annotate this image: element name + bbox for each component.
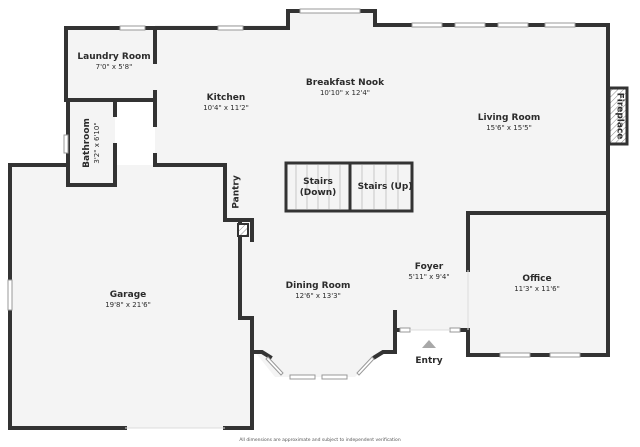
stairs-down: Stairs (Down) [299,177,337,198]
room-name: Breakfast Nook [305,78,385,88]
room-dims: 19'8" x 21'6" [105,301,151,309]
room-pantry: Pantry [231,175,242,209]
room-name: Living Room [477,113,541,123]
windows [7,8,581,380]
entry-arrow-icon [422,340,436,348]
walls [8,9,610,430]
room-dims: 11'3" x 11'6" [514,285,560,293]
room-name: Office [522,274,552,284]
room-dims: 12'6" x 13'3" [295,292,341,300]
room-name: Laundry Room [77,52,151,62]
room-name: Foyer [414,262,444,272]
doorways [125,270,469,429]
disclaimer-footer: All dimensions are approximate and subje… [239,438,401,443]
floor-area [10,10,608,428]
entry-label: Entry [415,356,443,366]
room-dims: 10'4" x 11'2" [203,104,249,112]
room-name: Kitchen [206,93,246,103]
column [237,223,249,237]
room-name: Dining Room [285,281,351,291]
fireplace-hearth [607,86,629,146]
room-dims: 10'10" x 12'4" [319,89,371,97]
room-name: Bathroom [82,118,92,168]
room-dims: 7'0" x 5'8" [95,63,133,71]
stairs-up: Stairs (Up) [357,182,413,192]
room-fireplace: Fireplace [614,92,625,140]
room-dims: 3'2" x 6'10" [93,122,101,164]
room-dims: 5'11" x 9'4" [408,273,450,281]
room-name: Garage [109,290,147,300]
stairs [284,161,414,213]
room-dims: 15'6" x 15'5" [486,124,532,132]
